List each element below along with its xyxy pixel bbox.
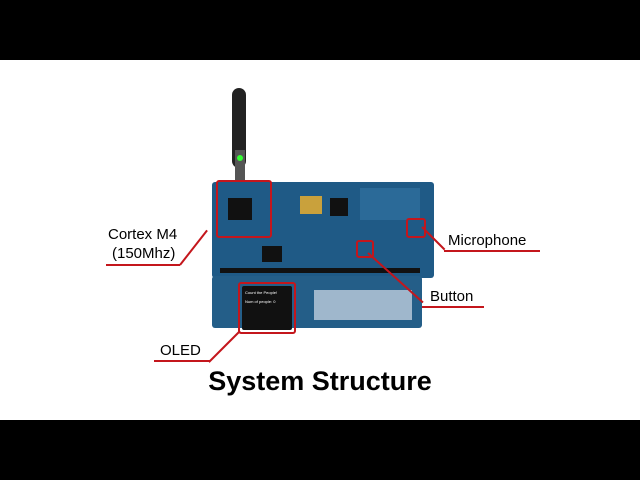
- cpu-callout-line: [106, 264, 180, 266]
- button-highlight: [356, 240, 374, 258]
- usb-cable: [232, 88, 246, 168]
- touch-slider: [314, 290, 412, 320]
- sd-slot: [300, 196, 322, 214]
- letterbox-top: [0, 0, 640, 60]
- usb-connector: [235, 150, 245, 180]
- button-label: Button: [430, 288, 474, 305]
- oled-text-1: Count the People!: [245, 290, 278, 295]
- chip: [262, 246, 282, 262]
- oled-display: Count the People! Num of people: 0: [242, 286, 292, 330]
- mcu-chip: [228, 198, 252, 220]
- letterbox-bottom: [0, 420, 640, 480]
- cpu-label: Cortex M4: [108, 226, 178, 243]
- page-title: System Structure: [208, 366, 432, 396]
- cpu-callout-line: [179, 229, 208, 266]
- oled-callout-line: [208, 330, 241, 363]
- chip: [330, 198, 348, 216]
- mic-callout-line: [444, 250, 540, 252]
- microphone-label: Microphone: [448, 232, 527, 249]
- oled-text-2: Num of people: 0: [245, 299, 276, 304]
- shield-board: [360, 188, 420, 220]
- cpu-speed-label: (150Mhz): [112, 245, 176, 262]
- header-pins: [220, 268, 420, 273]
- oled-callout-line: [154, 360, 210, 362]
- oled-highlight: [238, 282, 296, 334]
- cpu-highlight: [216, 180, 272, 238]
- button-callout-line: [422, 306, 484, 308]
- oled-label: OLED: [160, 342, 201, 359]
- led-icon: [237, 155, 243, 161]
